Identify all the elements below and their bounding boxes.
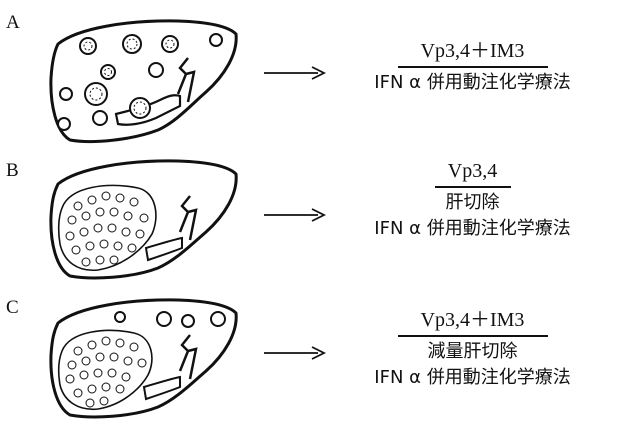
right-arrow-icon (262, 208, 326, 222)
panel-label-a: A (6, 12, 20, 34)
right-arrow-icon (262, 346, 326, 360)
indication-text: Vp3,4 (330, 158, 615, 184)
panel-label-b: B (6, 160, 19, 182)
treatment-text: 肝切除 (330, 190, 615, 216)
treatment-caption-b: Vp3,4 肝切除 IFN α 併用動注化学療法 (330, 158, 615, 242)
panel-a: A Vp3,4＋IM3 IFN α 併用動注化学療法 (0, 0, 617, 148)
treatment-text: IFN α 併用動注化学療法 (330, 365, 615, 391)
treatment-text: IFN α 併用動注化学療法 (330, 216, 615, 242)
fraction-rule (435, 186, 511, 188)
liver-tumor-with-nodules-diagram (48, 295, 243, 419)
treatment-text: 減量肝切除 (330, 339, 615, 365)
panel-b: B Vp3,4 肝切除 IFN α 併用動注化学療法 (0, 148, 617, 285)
liver-multiple-nodules-diagram (48, 14, 243, 144)
treatment-text: IFN α 併用動注化学療法 (330, 70, 615, 96)
panel-label-c: C (6, 297, 19, 319)
panel-c: C Vp3,4＋IM3 減量肝切除 IFN α 併用動注化学療法 (0, 285, 617, 423)
fraction-rule (398, 66, 548, 68)
fraction-rule (398, 335, 548, 337)
treatment-caption-a: Vp3,4＋IM3 IFN α 併用動注化学療法 (330, 38, 615, 96)
indication-text: Vp3,4＋IM3 (330, 307, 615, 333)
right-arrow-icon (262, 66, 326, 80)
indication-text: Vp3,4＋IM3 (330, 38, 615, 64)
treatment-caption-c: Vp3,4＋IM3 減量肝切除 IFN α 併用動注化学療法 (330, 307, 615, 391)
liver-large-tumor-diagram (48, 156, 243, 281)
